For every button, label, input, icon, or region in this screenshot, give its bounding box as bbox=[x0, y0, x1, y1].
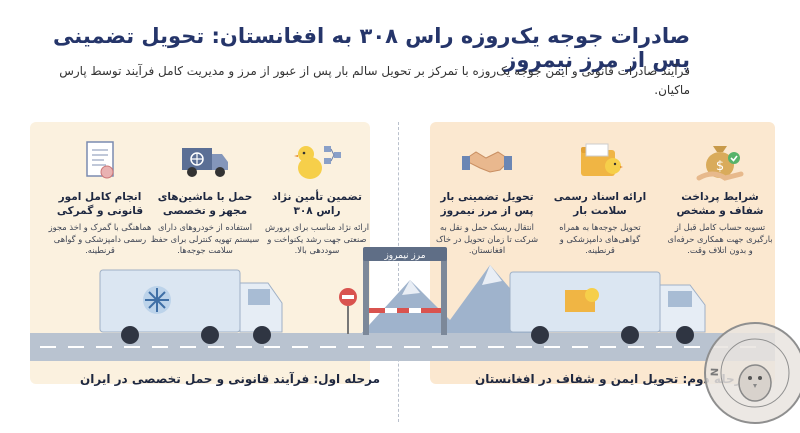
step-title: تحویل تضمینی بار پس از مرز نیمروز bbox=[440, 191, 534, 217]
border-barrier bbox=[369, 308, 441, 313]
step-documents: ارائه اسناد رسمی سلامت بار تحویل جوجه‌ها… bbox=[545, 138, 655, 257]
delivery-truck-illustration bbox=[509, 271, 706, 344]
page-title: صادرات جوجه یک‌روزه راس ۳۰۸ به افغانستان… bbox=[53, 24, 690, 72]
step-desc: تسویه حساب کامل قبل از بارگیری جهت همکار… bbox=[667, 222, 773, 255]
chick-chart-icon bbox=[294, 146, 341, 179]
step-desc: انتقال ریسک حمل و نقل به شرکت تا زمان تح… bbox=[435, 222, 539, 255]
step-legal: انجام کامل امور قانونی و گمرکی هماهنگی ب… bbox=[45, 138, 155, 257]
border-sign-board bbox=[363, 247, 447, 261]
step-title: ارائه اسناد رسمی سلامت بار bbox=[553, 191, 647, 217]
folder-chick-icon bbox=[581, 143, 623, 176]
step-transport: حمل با ماشین‌های مجهز و تخصصی استفاده از… bbox=[150, 138, 260, 257]
step-desc: تحویل جوجه‌ها به همراه گواهی‌های دامپزشک… bbox=[559, 222, 641, 255]
handshake-icon bbox=[462, 151, 512, 173]
step-delivery: تحویل تضمینی بار پس از مرز نیمروز انتقال… bbox=[432, 138, 542, 257]
phase-divider bbox=[398, 122, 399, 422]
mountains-illustration bbox=[360, 265, 550, 335]
step-breed: تضمین تأمین نژاد راس ۳۰۸ ارائه نژاد مناس… bbox=[262, 138, 372, 257]
phase-one-label: مرحله اول: فرآیند قانونی و حمل تخصصی در … bbox=[80, 372, 381, 386]
refrigerated-truck-illustration bbox=[99, 269, 283, 344]
svg-text:$: $ bbox=[716, 159, 724, 174]
step-title: تضمین تأمین نژاد راس ۳۰۸ bbox=[272, 191, 362, 217]
step-title: حمل با ماشین‌های مجهز و تخصصی bbox=[157, 191, 253, 217]
money-bag-icon: $ bbox=[696, 146, 744, 181]
step-desc: استفاده از خودروهای دارای سیستم تهویه کن… bbox=[150, 222, 260, 255]
step-payment: $ شرایط پرداخت شفاف و مشخص تسویه حساب کا… bbox=[665, 138, 775, 257]
step-desc: ارائه نژاد مناسب برای پرورش صنعتی جهت رش… bbox=[264, 222, 370, 255]
pars-makian-logo: PARS MAKIAN bbox=[700, 318, 800, 424]
step-title: شرایط پرداخت شفاف و مشخص bbox=[676, 191, 764, 217]
border-scene: مرز نیمروز bbox=[30, 247, 775, 361]
border-sign-text: مرز نیمروز bbox=[383, 251, 425, 261]
step-desc: هماهنگی با گمرک و اخذ مجوز رسمی دامپزشکی… bbox=[48, 222, 152, 255]
document-icon bbox=[86, 141, 114, 179]
truck-fan-icon bbox=[182, 148, 228, 177]
page-subtitle: فرآیند صادرات قانونی و ایمن جوجه یک‌روزه… bbox=[59, 64, 690, 97]
step-title: انجام کامل امور قانونی و گمرکی bbox=[56, 191, 144, 217]
border-gate-post bbox=[363, 255, 369, 335]
phase-two-label: مرحله دوم: تحویل ایمن و شفاف در افغانستا… bbox=[475, 372, 750, 386]
